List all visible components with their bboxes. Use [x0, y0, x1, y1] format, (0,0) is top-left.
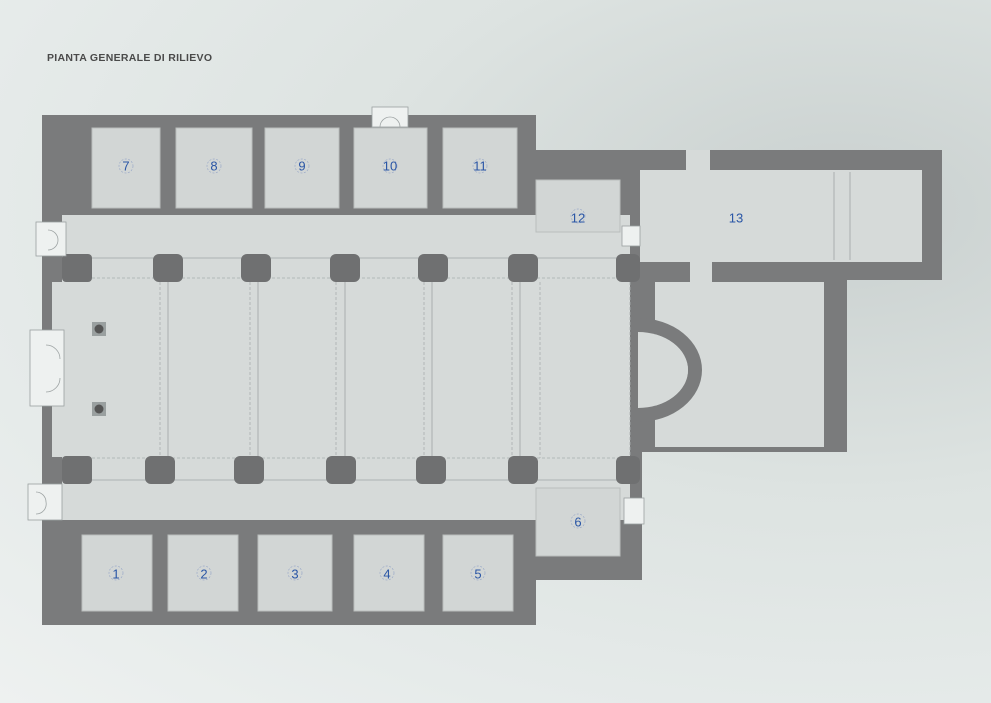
columns — [92, 322, 106, 416]
apse — [638, 318, 702, 422]
room-label-11: 11 — [473, 159, 487, 174]
room-label-5: 5 — [474, 567, 481, 582]
vault-rosettes — [108, 158, 586, 581]
piers — [62, 254, 640, 484]
north-chapels — [91, 127, 621, 233]
plan-title: PIANTA GENERALE DI RILIEVO — [47, 52, 213, 64]
annex — [640, 150, 922, 447]
room-label-6: 6 — [574, 515, 581, 530]
room-label-2: 2 — [200, 567, 207, 582]
room-label-4: 4 — [383, 567, 390, 582]
room-label-1: 1 — [112, 567, 119, 582]
room-labels: 7 8 9 10 11 12 13 1 2 3 4 5 6 — [112, 159, 743, 582]
room-label-12: 12 — [571, 211, 585, 226]
room-label-9: 9 — [298, 159, 305, 174]
doors — [27, 106, 645, 525]
room-label-13: 13 — [729, 211, 743, 226]
room-label-8: 8 — [210, 159, 217, 174]
south-chapels — [81, 487, 621, 612]
room-label-10: 10 — [383, 159, 397, 174]
room-label-7: 7 — [122, 159, 129, 174]
room-label-3: 3 — [291, 567, 298, 582]
